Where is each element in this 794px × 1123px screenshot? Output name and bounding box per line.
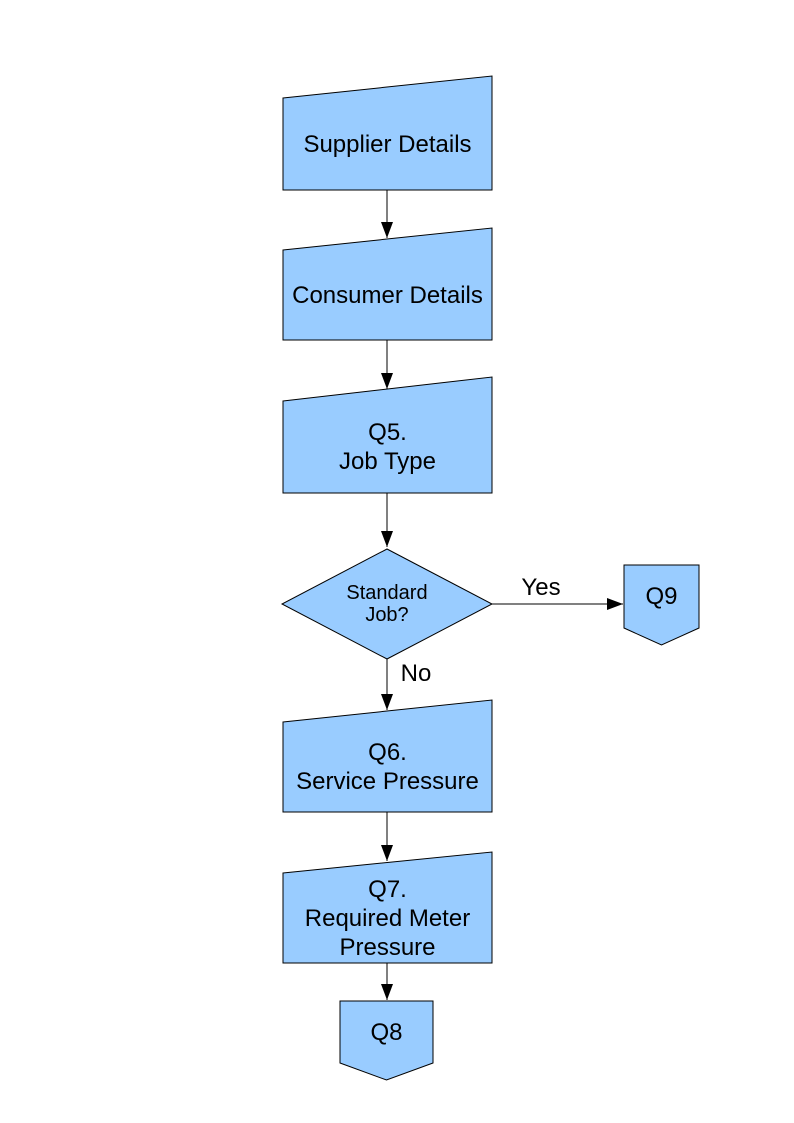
node-q6-service-pressure-shape <box>282 699 493 813</box>
node-standard-job-decision-shape <box>280 548 494 660</box>
node-consumer-details-shape <box>282 227 493 341</box>
node-q8-offpage-connector-shape <box>339 1000 434 1081</box>
node-q7-required-meter-pressure-shape <box>282 851 493 964</box>
node-supplier-details-shape <box>282 75 493 191</box>
node-q5-job-type-shape <box>282 376 493 494</box>
node-q9-offpage-connector-shape <box>623 564 700 646</box>
